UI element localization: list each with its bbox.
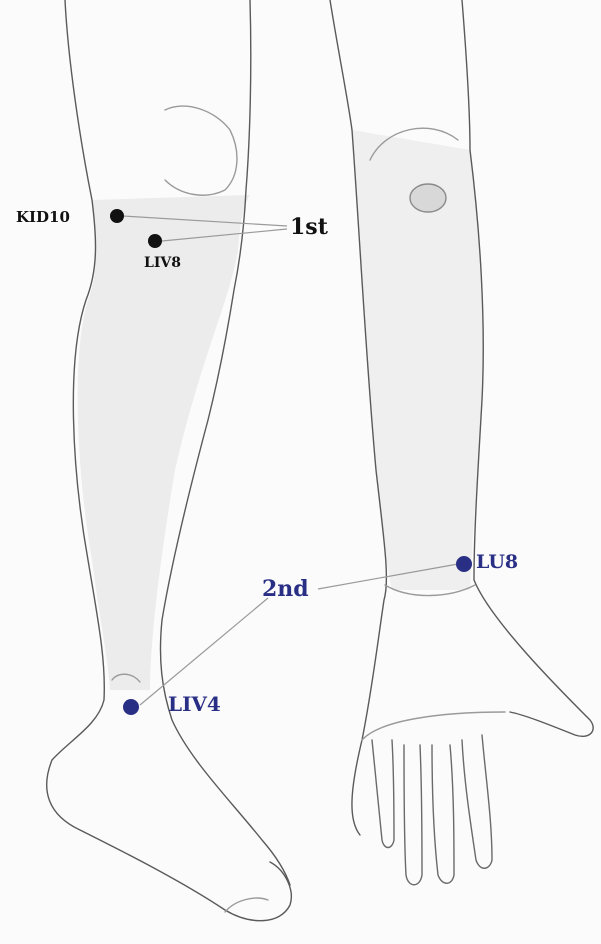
point-label-liv8: LIV8 xyxy=(144,256,181,270)
point-label-lu8: LU8 xyxy=(476,553,518,572)
leg-drawing xyxy=(47,0,292,921)
group-label-second: 2nd xyxy=(262,578,309,600)
point-dot-kid10 xyxy=(110,209,124,223)
group-label-first: 1st xyxy=(290,216,328,238)
palm-edge xyxy=(362,712,505,740)
point-label-liv4: LIV4 xyxy=(168,694,221,714)
connector-liv4-2nd xyxy=(140,598,268,705)
kneecap xyxy=(165,106,237,195)
elbow-bump xyxy=(410,184,446,212)
arm-drawing xyxy=(330,0,593,885)
point-label-kid10: KID10 xyxy=(16,210,70,225)
point-dot-lu8 xyxy=(456,556,472,572)
point-dot-liv4 xyxy=(123,699,139,715)
fingers xyxy=(372,735,492,885)
toe-tip xyxy=(225,898,268,912)
point-dot-liv8 xyxy=(148,234,162,248)
